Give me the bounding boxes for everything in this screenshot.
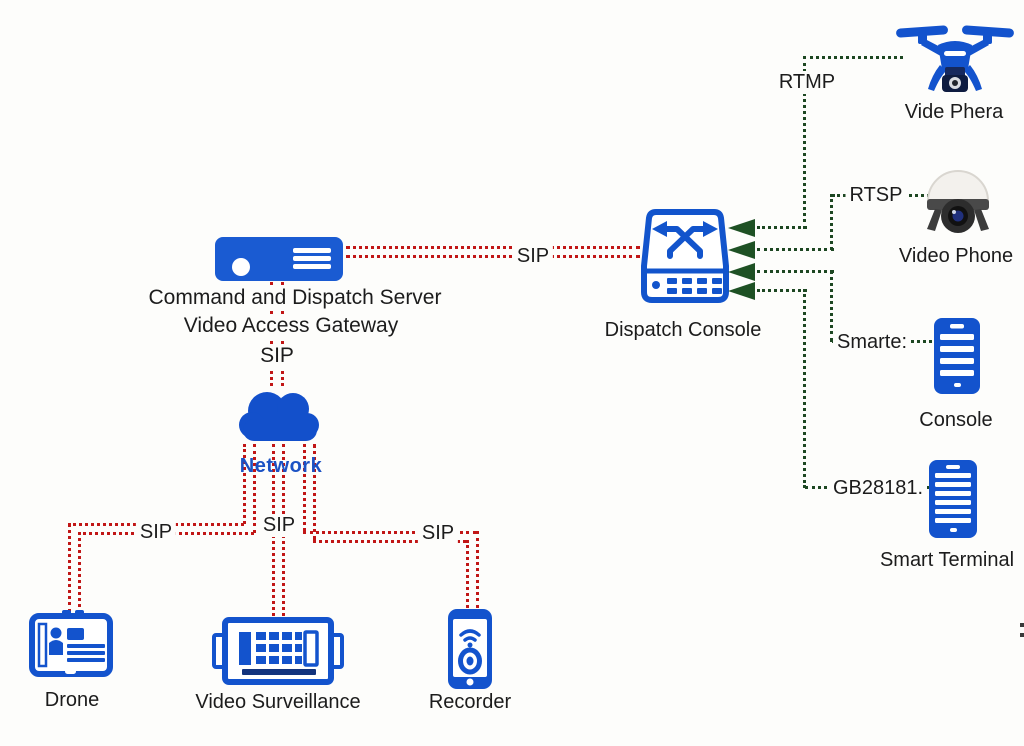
drone-quadcopter-icon	[896, 25, 1014, 92]
edge-label-sip-right: SIP	[417, 522, 459, 545]
edge-label-smart: Smarte:	[832, 331, 912, 354]
arrowhead-rtmp-icon	[728, 219, 755, 237]
node-caption-console: Console	[919, 409, 993, 431]
node-caption-video-phone: Video Phone	[898, 245, 1014, 267]
edge-rtsp-v	[830, 194, 833, 250]
edge-smart-h-arrow	[757, 270, 834, 273]
monitor-id-card-icon	[29, 610, 113, 677]
edge-cloud-recorder-v2	[313, 444, 316, 540]
node-caption-drone: Drone	[44, 689, 100, 711]
edge-label-sip-left: SIP	[135, 521, 177, 544]
network-switch-icon	[641, 209, 729, 303]
arrowhead-gb28181-icon	[728, 282, 755, 300]
edge-drone-drop-v1	[68, 523, 71, 613]
edge-label-sip-server-console: SIP	[512, 245, 554, 268]
edge-server-console-line-2	[346, 255, 640, 258]
edge-recorder-drop-v2	[476, 531, 479, 608]
smartphone-icon	[929, 460, 977, 538]
dome-camera-icon	[926, 170, 990, 233]
edge-label-sip-center: SIP	[258, 514, 300, 537]
cloud-icon	[239, 392, 319, 441]
edge-smart-v	[830, 270, 833, 342]
edge-artifact	[1020, 623, 1024, 627]
node-caption-smart-terminal: Smart Terminal	[879, 549, 1015, 571]
control-keyboard-icon	[212, 617, 344, 685]
arrowhead-smart-icon	[728, 263, 755, 281]
edge-rtmp-h-top	[803, 56, 903, 59]
node-caption-server-line2: Video Access Gateway	[179, 314, 403, 339]
edge-label-rtmp: RTMP	[774, 71, 840, 94]
phone-recorder-icon	[448, 609, 492, 689]
edge-drone-drop-v2	[78, 532, 81, 613]
edge-rtsp-h-arrow	[757, 248, 834, 251]
node-caption-server-line3: SIP	[256, 344, 298, 369]
node-caption-video-phera: Vide Phera	[904, 101, 1004, 123]
edge-recorder-drop-v1	[466, 540, 469, 608]
edge-cloud-drone-v1	[243, 444, 246, 524]
edge-artifact	[1020, 633, 1024, 637]
edge-cloud-recorder-v1	[303, 444, 306, 531]
edge-cloud-recorder-h2	[313, 540, 466, 543]
edge-rtmp-v	[803, 56, 806, 229]
node-caption-dispatch-console: Dispatch Console	[604, 319, 762, 341]
node-caption-network: Network	[239, 455, 323, 477]
edge-server-console-line-1	[346, 246, 640, 249]
edge-rtmp-h-arrow	[757, 226, 807, 229]
server-icon	[215, 237, 343, 281]
node-caption-recorder: Recorder	[428, 691, 512, 713]
edge-gb-v	[803, 289, 806, 488]
edge-label-rtsp: RTSP	[845, 184, 907, 207]
node-caption-server-line1: Command and Dispatch Server	[144, 286, 446, 311]
edge-cloud-drone-v2	[253, 444, 256, 533]
edge-label-gb28181: GB28181.	[828, 477, 928, 500]
arrowhead-rtsp-icon	[728, 241, 755, 259]
edge-gb-h-arrow	[757, 289, 807, 292]
node-caption-video-surveillance: Video Surveillance	[195, 691, 361, 713]
edge-cloud-recorder-h1	[303, 531, 476, 534]
smartphone-icon	[934, 318, 980, 394]
